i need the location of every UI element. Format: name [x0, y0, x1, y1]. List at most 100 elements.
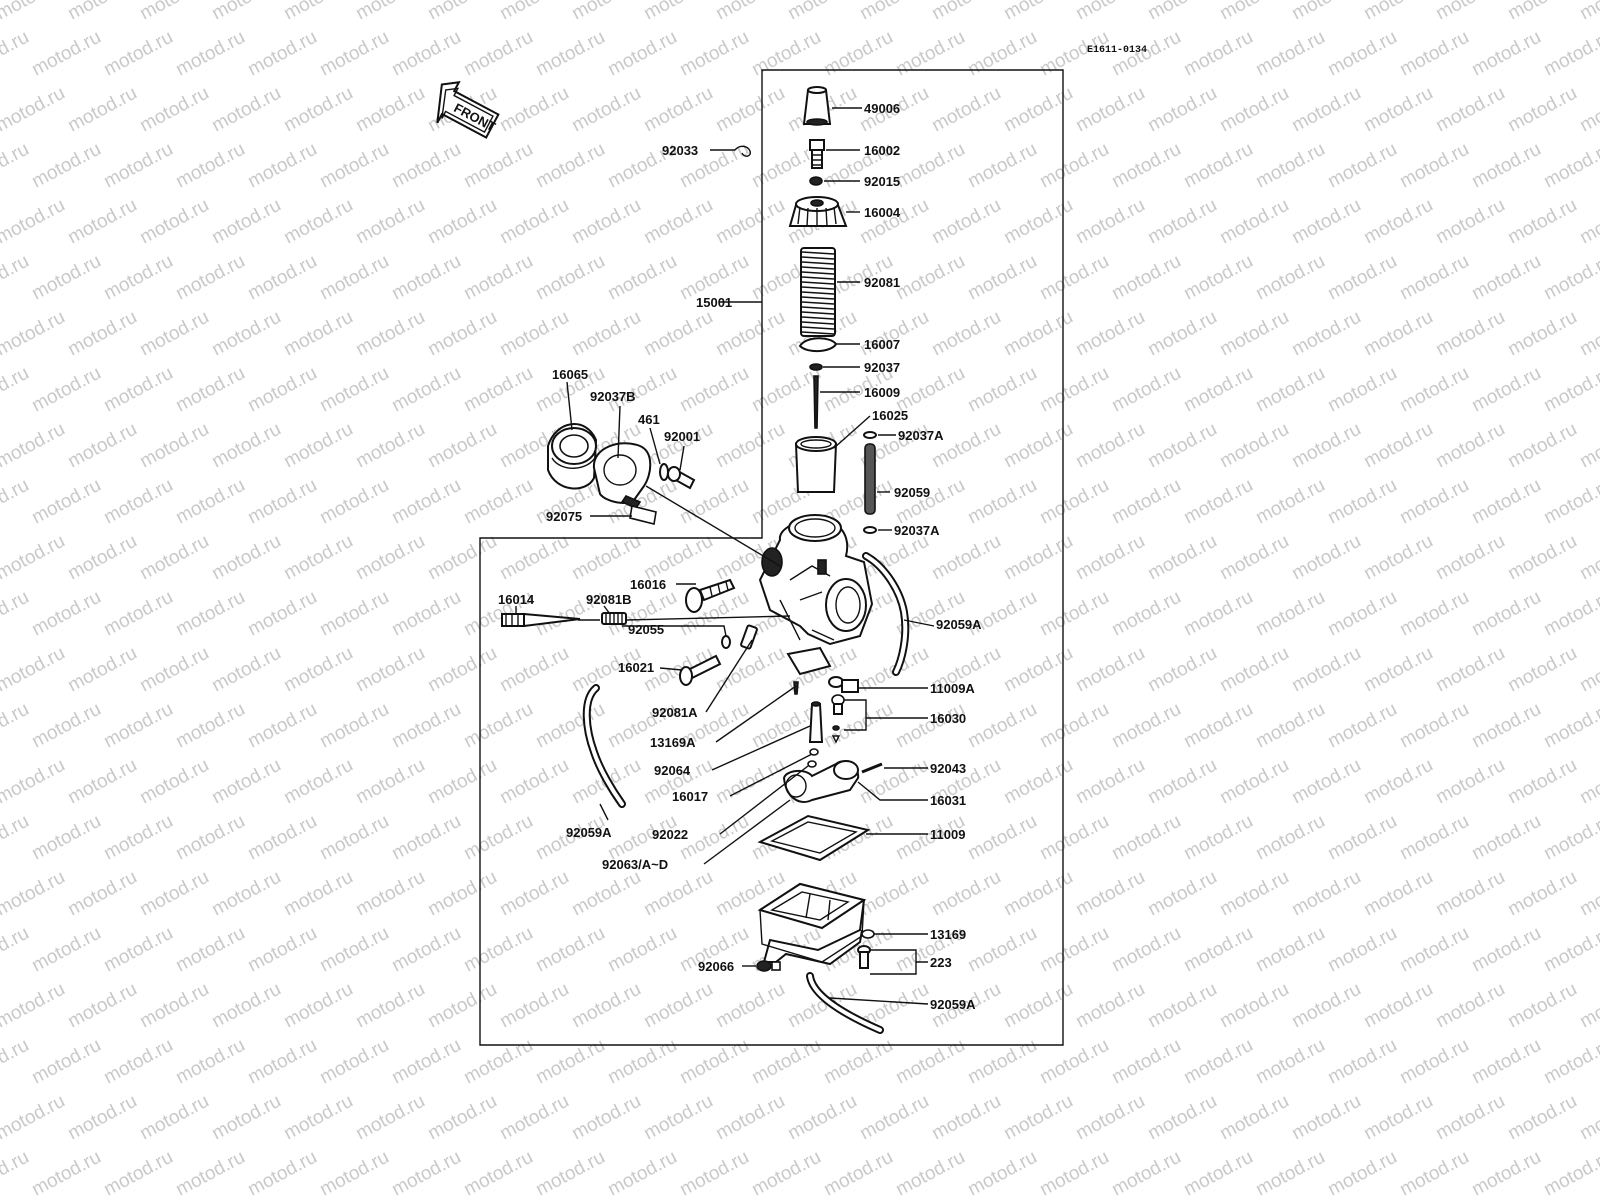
watermark-text: motod.ru — [1144, 419, 1220, 473]
watermark-text: motod.ru — [280, 643, 356, 697]
watermark-text: motod.ru — [1144, 83, 1220, 137]
spring-coil — [801, 316, 835, 320]
watermark-text: motod.ru — [1288, 531, 1364, 585]
watermark-text: motod.ru — [748, 1147, 824, 1200]
watermark-text: motod.ru — [568, 0, 644, 24]
watermark-text: motod.ru — [280, 83, 356, 137]
watermark-text: motod.ru — [316, 139, 392, 193]
watermark-text: motod.ru — [100, 1147, 176, 1200]
watermark-text: motod.ru — [244, 811, 320, 865]
label-16021: 16021 — [618, 660, 654, 675]
label-92081A: 92081A — [652, 705, 698, 720]
label-92015: 92015 — [864, 174, 900, 189]
watermark-text: motod.ru — [208, 531, 284, 585]
watermark-text: motod.ru — [100, 811, 176, 865]
watermark-text: motod.ru — [424, 979, 500, 1033]
part-92059A-tube-bottom — [808, 974, 882, 1032]
watermark-text: motod.ru — [1144, 979, 1220, 1033]
watermark-text: motod.ru — [1252, 1147, 1328, 1200]
watermark-text: motod.ru — [1324, 1147, 1400, 1200]
part-92059A-tube-right — [864, 554, 908, 674]
watermark-text: motod.ru — [1072, 1091, 1148, 1145]
part-92055-oring — [721, 624, 758, 650]
watermark-text: motod.ru — [0, 307, 69, 361]
watermark-text: motod.ru — [1252, 475, 1328, 529]
watermark-text: motod.ru — [0, 475, 33, 529]
watermark-text: motod.ru — [1360, 643, 1436, 697]
watermark-text: motod.ru — [712, 979, 788, 1033]
spring-coil — [801, 276, 835, 280]
watermark-text: motod.ru — [208, 755, 284, 809]
watermark-text: motod.ru — [496, 195, 572, 249]
watermark-text: motod.ru — [1540, 1147, 1600, 1200]
watermark-text: motod.ru — [0, 0, 69, 24]
watermark-text: motod.ru — [28, 923, 104, 977]
watermark-text: motod.ru — [1468, 1147, 1544, 1200]
watermark-text: motod.ru — [0, 1035, 33, 1089]
watermark-text: motod.ru — [496, 867, 572, 921]
watermark-text: motod.ru — [136, 83, 212, 137]
watermark-text: motod.ru — [1576, 867, 1600, 921]
watermark-text: motod.ru — [100, 923, 176, 977]
watermark-text: motod.ru — [1108, 363, 1184, 417]
watermark-text: motod.ru — [64, 755, 140, 809]
spring-coil — [801, 311, 835, 315]
watermark-text: motod.ru — [1396, 139, 1472, 193]
watermark-text: motod.ru — [1252, 923, 1328, 977]
label-223: 223 — [930, 955, 952, 970]
watermark-text: motod.ru — [172, 1147, 248, 1200]
watermark-text: motod.ru — [892, 251, 968, 305]
watermark-text: motod.ru — [64, 307, 140, 361]
watermark-text: motod.ru — [640, 83, 716, 137]
watermark-text: motod.ru — [1108, 139, 1184, 193]
watermark-text: motod.ru — [172, 811, 248, 865]
part-49006-cap — [802, 86, 832, 126]
watermark-text: motod.ru — [712, 195, 788, 249]
watermark-text: motod.ru — [460, 811, 536, 865]
watermark-text: motod.ru — [316, 699, 392, 753]
watermark-text: motod.ru — [964, 811, 1040, 865]
label-92064: 92064 — [654, 763, 691, 778]
watermark-text: motod.ru — [712, 419, 788, 473]
label-11009: 11009 — [930, 827, 965, 842]
watermark-text: motod.ru — [748, 27, 824, 81]
watermark-text: motod.ru — [280, 307, 356, 361]
part-223-screw — [857, 945, 871, 969]
part-11009A-gasket — [828, 676, 859, 693]
watermark-text: motod.ru — [568, 83, 644, 137]
watermark-text: motod.ru — [460, 139, 536, 193]
watermark-text: motod.ru — [1108, 699, 1184, 753]
watermark-text: motod.ru — [0, 83, 69, 137]
watermark-text: motod.ru — [316, 363, 392, 417]
watermark-text: motod.ru — [856, 0, 932, 24]
watermark-text: motod.ru — [856, 195, 932, 249]
watermark-text: motod.ru — [928, 419, 1004, 473]
label-13169: 13169 — [930, 927, 966, 942]
watermark-text: motod.ru — [1504, 419, 1580, 473]
watermark-text: motod.ru — [1468, 139, 1544, 193]
spring-coil — [801, 266, 835, 270]
watermark-text: motod.ru — [1216, 83, 1292, 137]
part-92037A-ring-top — [863, 431, 877, 439]
watermark-text: motod.ru — [28, 699, 104, 753]
watermark-text: motod.ru — [1000, 307, 1076, 361]
part-16004-top-cap — [788, 196, 848, 227]
watermark-text: motod.ru — [280, 195, 356, 249]
part-92001-screw — [667, 466, 696, 490]
watermark-text: motod.ru — [1180, 139, 1256, 193]
watermark-text: motod.ru — [280, 0, 356, 24]
watermark-text: motod.ru — [100, 699, 176, 753]
watermark-text: motod.ru — [1360, 979, 1436, 1033]
label-92037A-bottom: 92037A — [894, 523, 940, 538]
watermark-text: motod.ru — [460, 923, 536, 977]
watermark-text: motod.ru — [1360, 1091, 1436, 1145]
watermark-text: motod.ru — [964, 1147, 1040, 1200]
watermark-text: motod.ru — [604, 1147, 680, 1200]
watermark-text: motod.ru — [1540, 811, 1600, 865]
watermark-text: motod.ru — [1000, 531, 1076, 585]
watermark-text: motod.ru — [1432, 307, 1508, 361]
watermark-text: motod.ru — [1108, 1035, 1184, 1089]
label-92066: 92066 — [698, 959, 734, 974]
watermark-text: motod.ru — [1540, 699, 1600, 753]
watermark-text: motod.ru — [820, 1147, 896, 1200]
